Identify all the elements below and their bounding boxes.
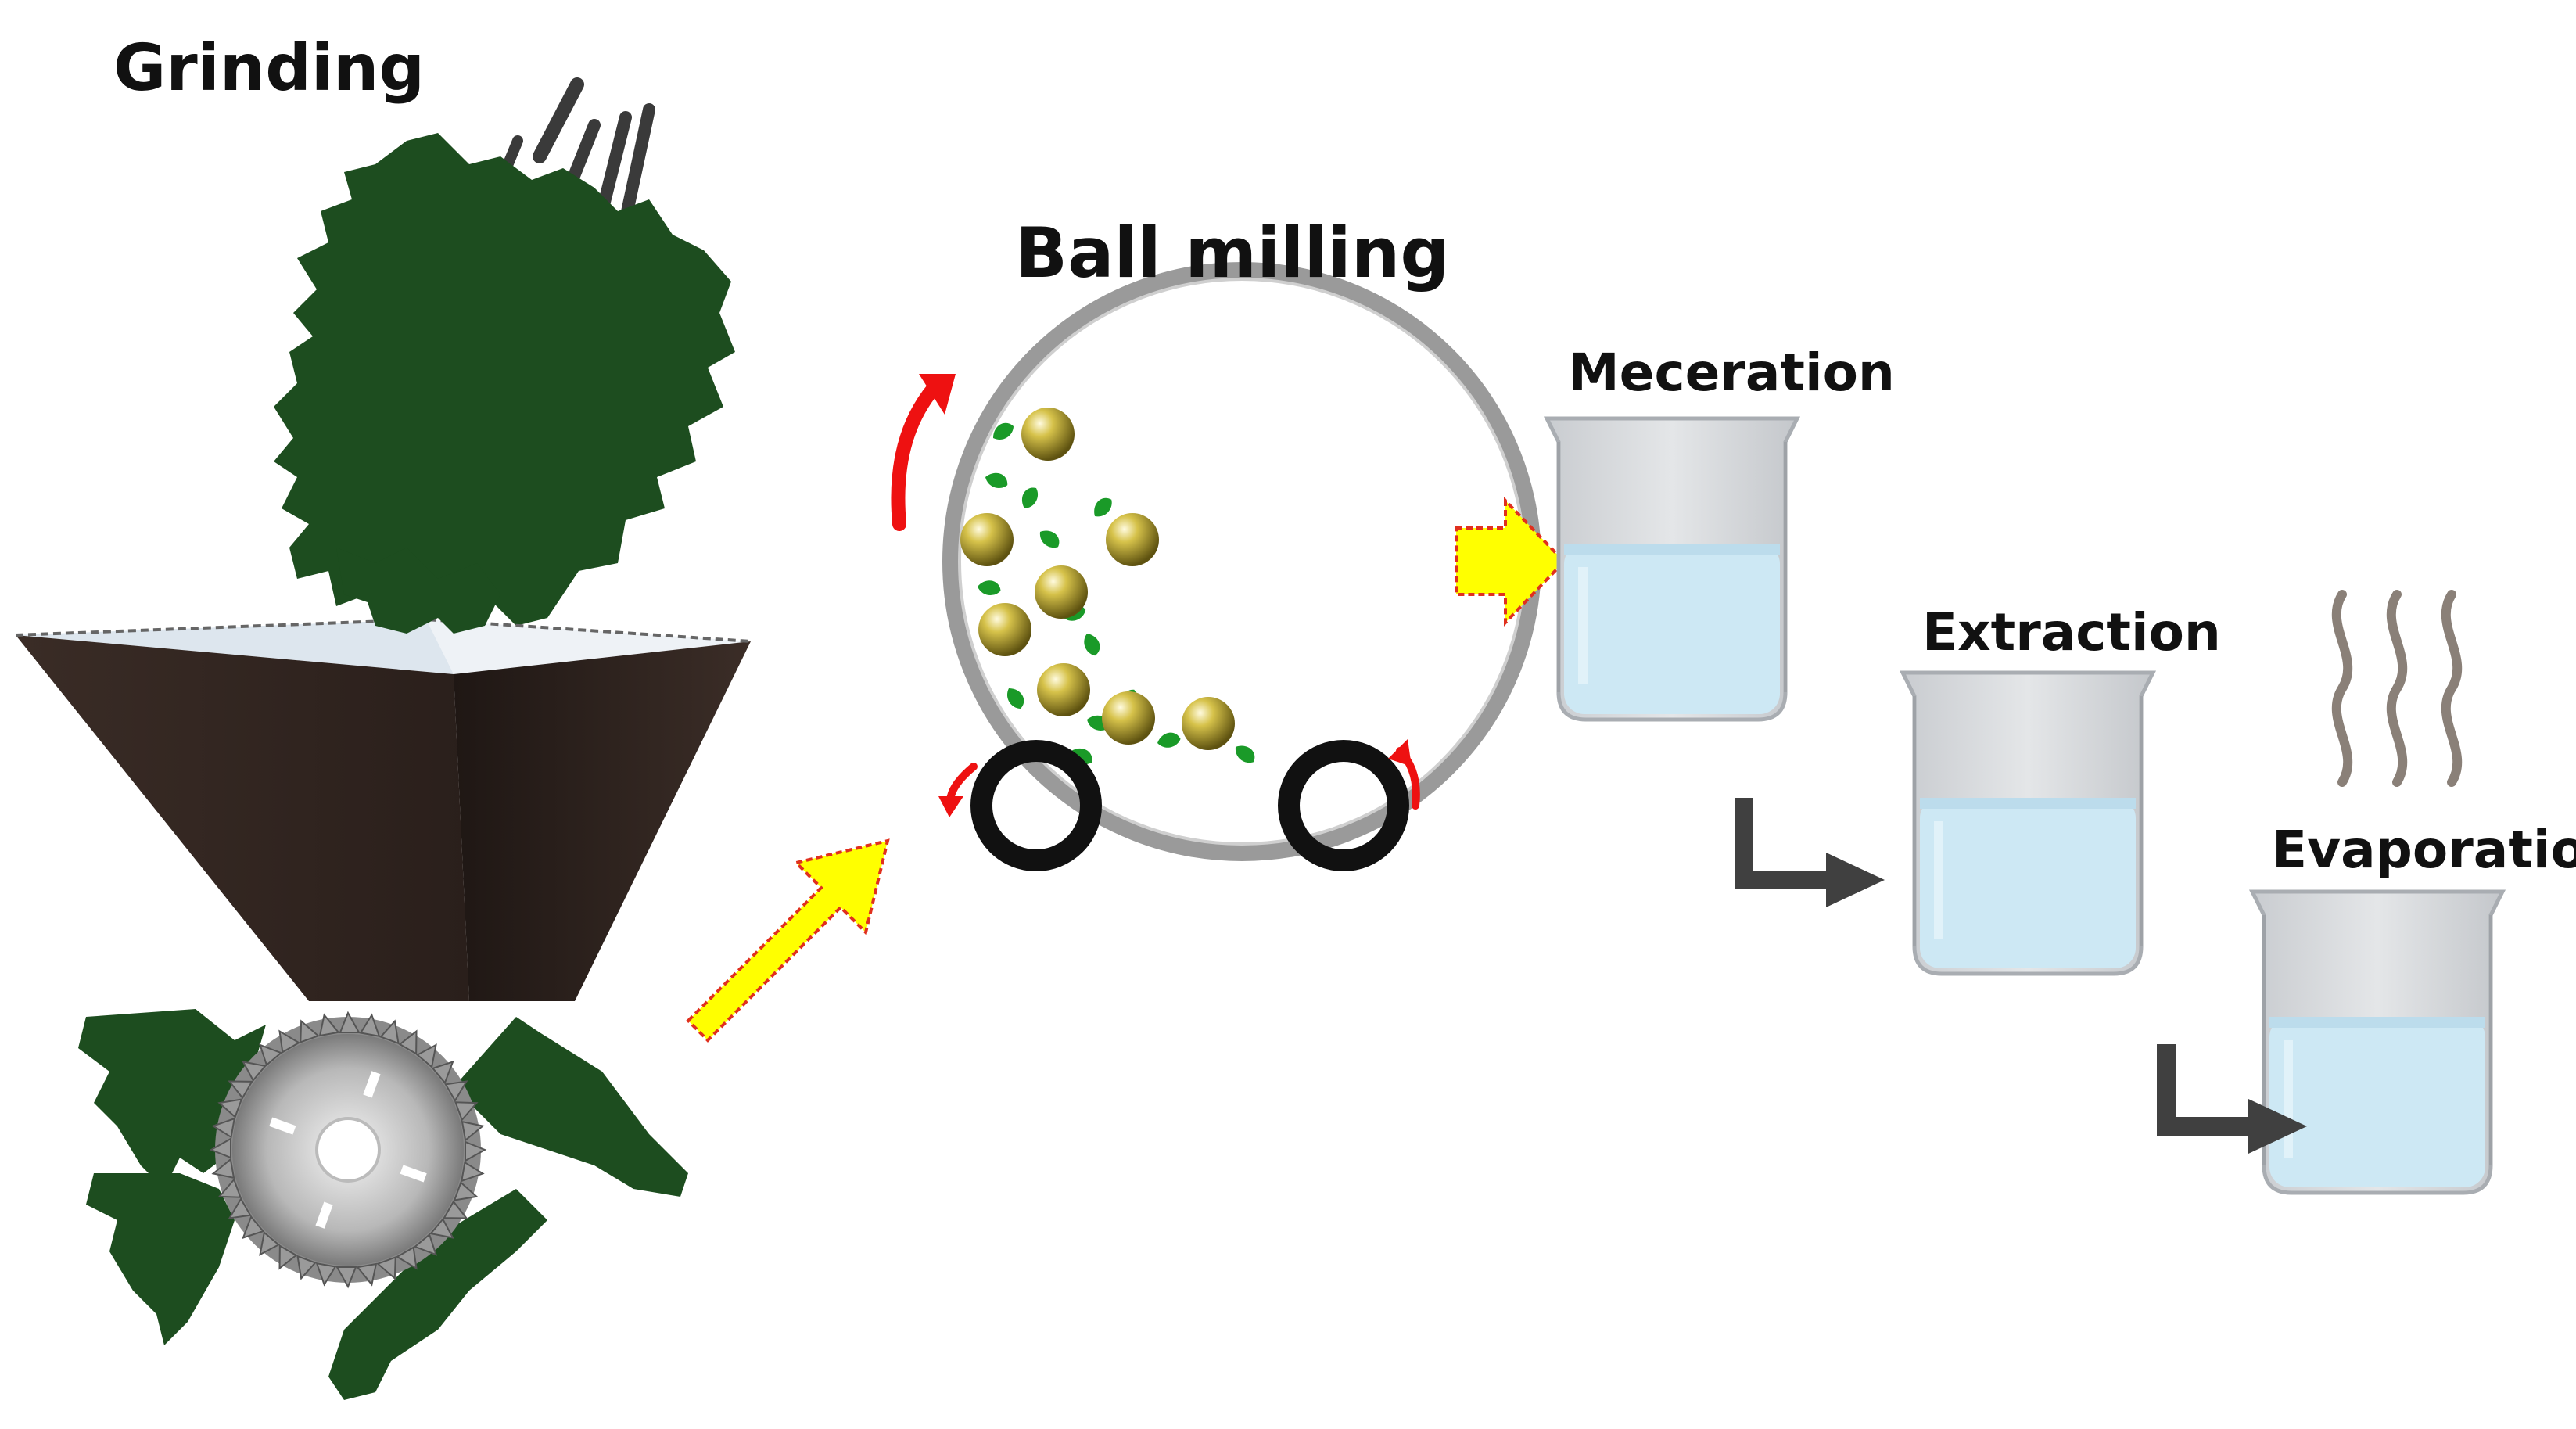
label-grinding: Grinding xyxy=(113,31,425,106)
foliage-top xyxy=(274,133,735,634)
beaker-maceration xyxy=(1547,418,1797,720)
grinder-hopper-icon xyxy=(15,617,752,1001)
label-ball-milling: Ball milling xyxy=(1015,213,1450,293)
step-arrow-to-evaporation xyxy=(2157,1044,2307,1154)
label-extraction: Extraction xyxy=(1922,602,2221,662)
flow-arrow-to-maceration xyxy=(1455,497,1566,627)
beaker-extraction xyxy=(1903,673,2153,974)
steel-ball-icon xyxy=(1021,408,1075,461)
roller-left xyxy=(970,740,1102,871)
steel-ball-icon xyxy=(978,603,1031,656)
shredded-leaf-4 xyxy=(328,1189,547,1400)
steel-ball-icon xyxy=(960,513,1014,566)
rotation-arrow-left-roller xyxy=(938,763,978,817)
ball-mill-drum-icon xyxy=(942,262,1541,861)
rotation-arrow-right-roller xyxy=(1388,739,1420,810)
shredded-leaf-2 xyxy=(454,1017,688,1197)
shredded-leaf-3 xyxy=(86,1173,235,1345)
flow-arrow-to-ball-mill xyxy=(686,838,890,1043)
steel-ball-icon xyxy=(1037,663,1090,716)
steam-icon xyxy=(2331,590,2463,787)
steel-ball-icon xyxy=(1102,691,1155,745)
step-arrow-to-extraction xyxy=(1735,798,1885,907)
label-evaporation: Evaporation xyxy=(2272,820,2576,880)
steel-ball-icon xyxy=(1035,565,1088,619)
label-maceration: Meceration xyxy=(1568,343,1895,403)
steel-ball-icon xyxy=(1106,513,1159,566)
roller-right xyxy=(1278,740,1409,871)
steel-balls xyxy=(960,408,1235,750)
foliage-overlap xyxy=(336,548,500,634)
beaker-evaporation xyxy=(2252,892,2502,1193)
saw-blade-icon xyxy=(209,1011,487,1289)
steel-ball-icon xyxy=(1182,697,1235,750)
rotation-arrow-drum xyxy=(891,374,956,531)
